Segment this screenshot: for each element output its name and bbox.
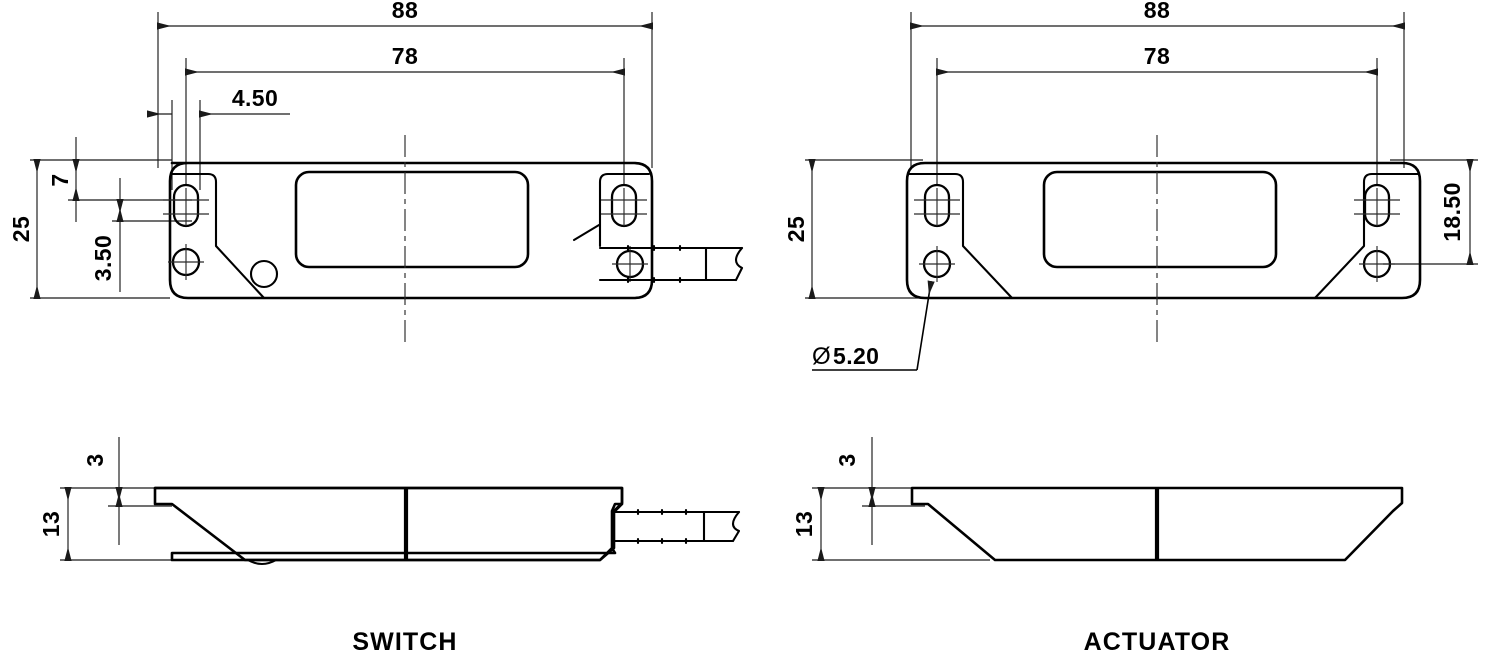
switch-left-flange-step: [170, 172, 266, 300]
dim-label-25-actuator: 25: [783, 216, 809, 242]
switch-side-view: 3 13 SWITCH: [38, 437, 741, 656]
actuator-left-flange-step: [907, 172, 1014, 300]
switch-top-extension-lines: [30, 12, 653, 299]
dim-label-13-switch: 13: [38, 511, 64, 537]
caption-actuator: ACTUATOR: [1084, 628, 1231, 656]
switch-left-slot-hole: [163, 183, 209, 228]
dim-label-350-switch: 3.50: [90, 235, 116, 281]
dim-label-78-switch: 78: [392, 43, 418, 69]
actuator-right-slot-hole: [1354, 183, 1400, 228]
dimension-450-switch: 4.50: [147, 85, 290, 118]
dimension-88-actuator: 88: [910, 0, 1405, 30]
actuator-side-profile: [910, 486, 1404, 562]
dimension-3-switch-side: 3: [82, 437, 123, 545]
dimension-3-actuator-side: 3: [834, 437, 876, 545]
dimension-78-actuator: 78: [936, 43, 1378, 76]
actuator-side-view: 3 13 ACTUATOR: [791, 437, 1404, 656]
switch-body-outline: [168, 161, 654, 300]
dim-label-1850-actuator: 18.50: [1439, 182, 1465, 242]
switch-side-extension-lines: [60, 487, 240, 561]
dimension-13-actuator-side: 13: [791, 487, 825, 561]
switch-right-flange-step: [598, 172, 651, 248]
actuator-top-extension-lines: [805, 12, 1478, 299]
actuator-right-flange-step: [1313, 172, 1420, 300]
dimension-88-switch: 88: [157, 0, 653, 30]
switch-recess-window: [294, 170, 530, 269]
dimension-1850-actuator: 18.50: [1439, 159, 1474, 265]
switch-side-bottom-bump: [246, 558, 278, 566]
switch-cable-top: [598, 244, 744, 284]
switch-indicator-circle: [249, 259, 279, 289]
switch-top-view: 88 78 4.50 25 7 3.50: [8, 0, 744, 342]
switch-left-round-hole: [168, 244, 204, 280]
dimension-78-switch: 78: [185, 43, 625, 76]
dim-label-7-switch: 7: [47, 173, 73, 186]
switch-side-outer-profile: [153, 486, 624, 562]
switch-side-profile: [153, 486, 624, 562]
actuator-body-outline: [905, 161, 1422, 300]
actuator-top-view: 88 78 25 18.50: [783, 0, 1478, 371]
actuator-left-slot-hole: [914, 183, 960, 228]
caption-switch: SWITCH: [352, 628, 457, 656]
diameter-symbol: Ø: [812, 343, 831, 370]
dim-label-13-actuator: 13: [791, 511, 817, 537]
dimension-25-switch: 25: [8, 159, 41, 299]
dimension-13-switch-side: 13: [38, 487, 72, 561]
dim-label-25-switch: 25: [8, 216, 34, 242]
dimension-7-switch: 7: [47, 137, 80, 222]
dim-label-520: 5.20: [833, 343, 879, 369]
switch-right-slot-hole: [601, 183, 647, 228]
switch-side-cable: [610, 508, 741, 545]
dim-label-88-switch: 88: [392, 0, 418, 23]
dim-label-78-actuator: 78: [1144, 43, 1170, 69]
dim-label-3-switch: 3: [82, 453, 108, 466]
dim-label-450-switch: 4.50: [232, 85, 278, 111]
switch-right-round-hole: [612, 246, 648, 282]
diameter-callout-520: Ø 5.20: [812, 280, 935, 371]
actuator-left-round-hole: [919, 246, 955, 282]
dim-label-3-actuator: 3: [834, 453, 860, 466]
actuator-side-extension-lines: [812, 487, 990, 561]
switch-flange-angle-tick: [572, 223, 601, 242]
dim-label-88-actuator: 88: [1144, 0, 1170, 23]
actuator-recess-window: [1042, 170, 1278, 269]
dimension-25-actuator: 25: [783, 159, 816, 299]
dimension-350-switch: 3.50: [90, 178, 124, 292]
actuator-right-round-hole: [1359, 246, 1395, 282]
